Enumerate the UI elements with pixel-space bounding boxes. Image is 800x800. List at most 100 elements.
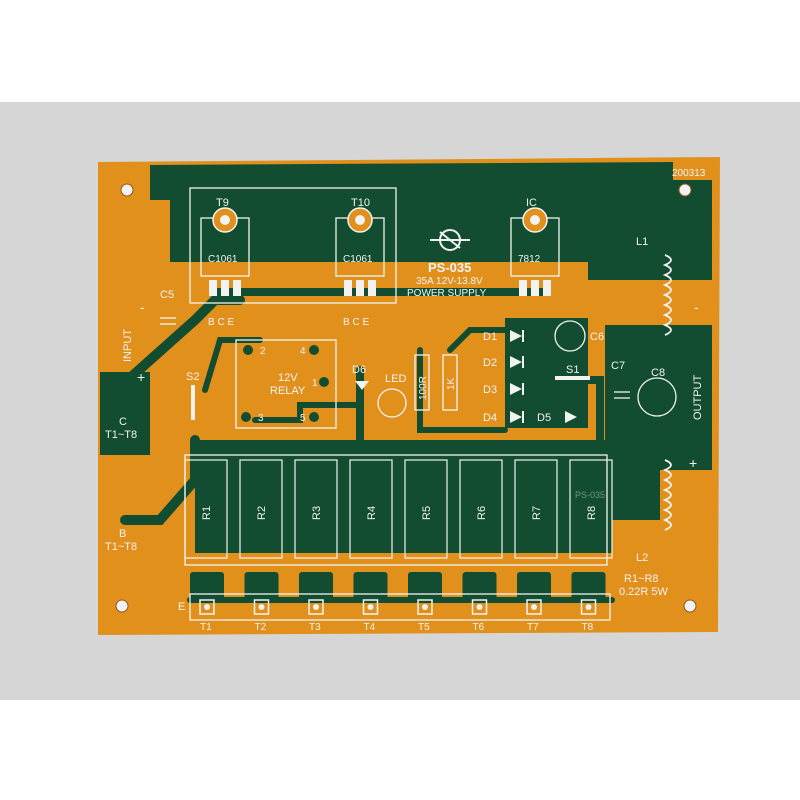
label-e: E (178, 601, 185, 613)
hole-bottom-right (683, 599, 697, 613)
hole-top-right (678, 183, 692, 197)
left-input-pour (100, 372, 150, 455)
transistor-pad (517, 572, 551, 600)
diodes (355, 330, 577, 423)
resistor-outline (404, 459, 448, 559)
power-transistor-label: T8 (582, 622, 594, 633)
logo-wing (430, 231, 470, 249)
relay-pin-pad (309, 345, 319, 355)
transistor-pad (571, 572, 606, 600)
label-c8: C8 (651, 367, 665, 379)
heatsink-hole-center (355, 215, 365, 225)
transistor-pad-hole (258, 604, 265, 610)
label-led: LED (385, 373, 406, 385)
label-t1t8-c: T1~T8 (105, 429, 137, 441)
label-s2: S2 (186, 371, 199, 383)
relay-pin-pad (319, 377, 329, 387)
heatsink-hole-center (530, 215, 540, 225)
diode-bar (522, 330, 524, 342)
label-d5: D5 (537, 412, 551, 424)
label-l2: L2 (636, 552, 648, 564)
power-transistor-label: T5 (418, 622, 430, 633)
transistor-part: C1061 (343, 254, 373, 265)
transistor-square-pad (362, 599, 379, 615)
label-d4: D4 (483, 412, 497, 424)
transistor-ref: T9 (216, 197, 229, 209)
label-c6: C6 (590, 331, 604, 343)
l1-coil (662, 254, 672, 336)
label-output-minus: - (694, 299, 699, 315)
transistor-pad (244, 572, 279, 600)
transistor-pad-hole (585, 604, 592, 610)
resistor-outline (459, 459, 503, 559)
resistor: R1 (184, 459, 228, 559)
led-outline (377, 388, 407, 418)
label-input: INPUT (122, 329, 134, 362)
white-background-bottom (0, 700, 800, 800)
transistor-pad-hole (313, 604, 319, 610)
transistor-pin (209, 280, 217, 296)
transistor-square-pad (308, 599, 324, 615)
transistor-square-pad (526, 599, 542, 615)
resistor-outline (514, 459, 558, 559)
mounting-holes (115, 183, 697, 613)
transistor-pin (519, 280, 527, 296)
relay-pin-pad (309, 412, 319, 422)
resistor: R4 (349, 459, 393, 559)
mirror-model: PS-035 (575, 490, 605, 500)
diode-symbol (510, 356, 522, 368)
board-title: POWER SUPPLY (407, 288, 487, 299)
trace-relay-bottom (252, 402, 363, 423)
power-transistor-label: T2 (255, 622, 267, 633)
diode-symbol-d6 (355, 381, 369, 390)
relay-pin-label: 5 (300, 413, 306, 424)
text-labels: 200313 PS-035 35A 12V-13.8V POWER SUPPLY… (105, 168, 706, 613)
trace-res-1k (447, 327, 508, 353)
transistor-ref: T10 (351, 197, 370, 209)
transistor-pad-hole (476, 604, 483, 610)
transistor-ref: IC (526, 197, 537, 209)
transistor-part: 7812 (518, 254, 541, 265)
relay-pin-label: 2 (260, 346, 266, 357)
power-transistor-label: T6 (473, 622, 485, 633)
board-model: PS-035 (428, 260, 471, 275)
resistor-label: R3 (311, 506, 323, 520)
transistor-pin (356, 280, 364, 296)
label-d3: D3 (483, 384, 497, 396)
power-transistor-label: T3 (309, 622, 321, 633)
r1k-outline (442, 354, 458, 411)
resistor: R7 (514, 459, 558, 559)
transistor-pin-labels: B C E (208, 317, 234, 328)
label-r1k: 1K (446, 377, 457, 390)
transistor-pin (368, 280, 376, 296)
resistor-label: R5 (421, 506, 433, 520)
diode-symbol (510, 411, 522, 423)
transistor-square-pad (253, 599, 270, 615)
resistor-label: R8 (586, 506, 598, 520)
transistor-square-pad (417, 599, 433, 615)
transistor-square-pad (199, 599, 215, 615)
relay-outline (235, 339, 337, 429)
resistor: R8 (569, 459, 613, 559)
transistor-pad-hole (422, 604, 428, 610)
label-input-minus: - (140, 299, 145, 315)
transistor-pad (353, 572, 388, 600)
resistor-label: R4 (366, 506, 378, 520)
label-d1: D1 (483, 331, 497, 343)
resistor-outline (569, 459, 613, 559)
heatsink-hole-center (220, 215, 230, 225)
transistor-pin-labels: B C E (343, 317, 369, 328)
label-c5: C5 (160, 289, 174, 301)
label-d6: D6 (352, 364, 366, 376)
transistor-pin (233, 280, 241, 296)
diode-symbol-d5 (565, 411, 577, 423)
top-ground-pour (150, 162, 712, 280)
resistor: R5 (404, 459, 448, 559)
transistor-square-pad (580, 599, 597, 615)
